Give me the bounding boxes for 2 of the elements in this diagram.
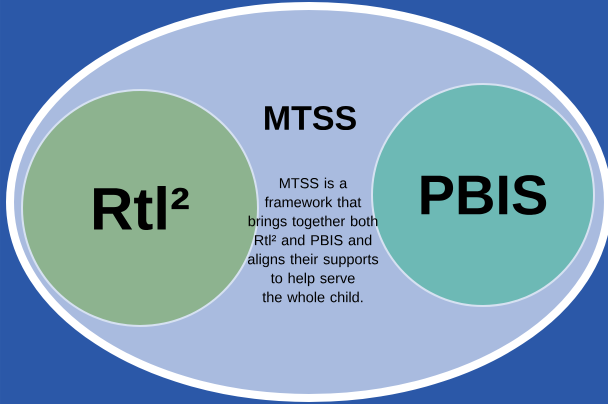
title: MTSS xyxy=(265,106,356,130)
description-text: MTSS is a framework that brings together both Rtl² and PBIS and aligns their supports to help serve the whole child. xyxy=(248,178,378,302)
